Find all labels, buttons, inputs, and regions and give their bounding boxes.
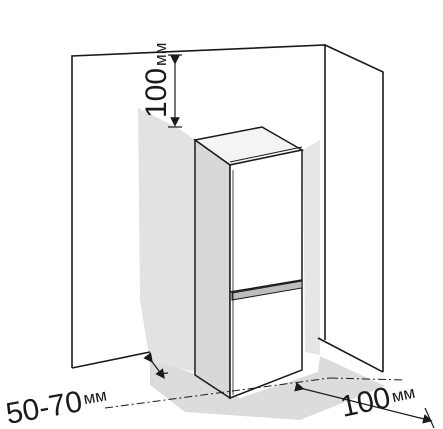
front-reference-lines	[104, 377, 406, 409]
side-gap-arrow	[294, 382, 433, 424]
back-gap-label: 50-70мм	[3, 381, 109, 429]
floor-left-edge	[71, 351, 151, 369]
back-gap-unit: мм	[82, 386, 108, 409]
fridge-door-split	[229, 279, 303, 293]
top-gap-dimension	[168, 54, 182, 128]
back-gap-dimension	[143, 352, 169, 379]
side-gap-unit: мм	[390, 383, 417, 406]
back-wall	[71, 44, 326, 368]
back-gap-arrow	[143, 352, 165, 379]
svg-text:100мм: 100мм	[140, 43, 173, 118]
top-gap-value: 100	[140, 68, 173, 118]
side-gap-dimension	[294, 382, 435, 429]
refrigerator	[193, 126, 305, 400]
top-gap-unit: мм	[151, 43, 170, 66]
niche-walls	[71, 44, 384, 373]
fridge-top-edge	[229, 146, 303, 163]
wall-shadow	[138, 108, 320, 372]
side-wall	[324, 44, 384, 372]
back-gap-value: 50-70	[3, 385, 84, 429]
floor-right-edge	[317, 337, 384, 373]
fridge-front	[229, 149, 303, 400]
fridge-handle	[231, 280, 303, 301]
svg-text:50-70мм: 50-70мм	[3, 381, 109, 429]
fridge-left-side	[194, 138, 231, 400]
top-gap-label: 100мм	[140, 43, 173, 118]
